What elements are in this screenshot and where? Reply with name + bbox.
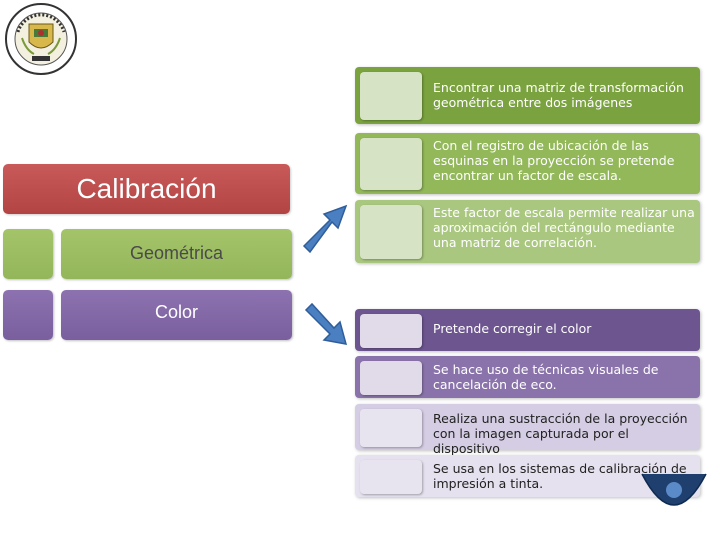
item-thumbnail xyxy=(360,138,422,190)
geometric-item-1: Encontrar una matriz de transformación g… xyxy=(355,67,700,124)
item-thumbnail xyxy=(360,361,422,395)
color-square xyxy=(3,290,53,340)
color-item-3: Realiza una sustracción de la proyección… xyxy=(355,404,700,456)
item-text: Este factor de escala permite realizar u… xyxy=(433,205,695,250)
color-category: Color xyxy=(3,290,293,340)
item-text: Pretende corregir el color xyxy=(433,321,592,336)
geometric-square xyxy=(3,229,53,279)
geometric-item-3: Este factor de escala permite realizar u… xyxy=(355,200,700,263)
geometric-item-2: Con el registro de ubicación de las esqu… xyxy=(355,133,700,194)
item-text: Realiza una sustracción de la proyección… xyxy=(433,411,688,456)
geometric-category: Geométrica xyxy=(3,229,293,279)
item-text: Encontrar una matriz de transformación g… xyxy=(433,80,684,110)
color-item-2: Se hace uso de técnicas visuales de canc… xyxy=(355,356,700,398)
item-text: Se hace uso de técnicas visuales de canc… xyxy=(433,362,659,392)
item-thumbnail xyxy=(360,205,422,259)
calibration-title: Calibración xyxy=(3,164,290,214)
item-thumbnail xyxy=(360,314,422,348)
item-thumbnail xyxy=(360,72,422,120)
arrow-to-color-icon xyxy=(304,302,348,345)
color-item-1: Pretende corregir el color xyxy=(355,309,700,351)
arrow-to-geometric-icon xyxy=(302,204,348,254)
color-label: Color xyxy=(61,290,292,340)
item-text: Con el registro de ubicación de las esqu… xyxy=(433,138,675,183)
item-thumbnail xyxy=(360,409,422,447)
item-text: Se usa en los sistemas de calibración de… xyxy=(433,461,687,491)
corner-logo-icon xyxy=(641,473,707,512)
geometric-label: Geométrica xyxy=(61,229,292,279)
university-seal-icon xyxy=(4,2,78,76)
item-thumbnail xyxy=(360,460,422,494)
